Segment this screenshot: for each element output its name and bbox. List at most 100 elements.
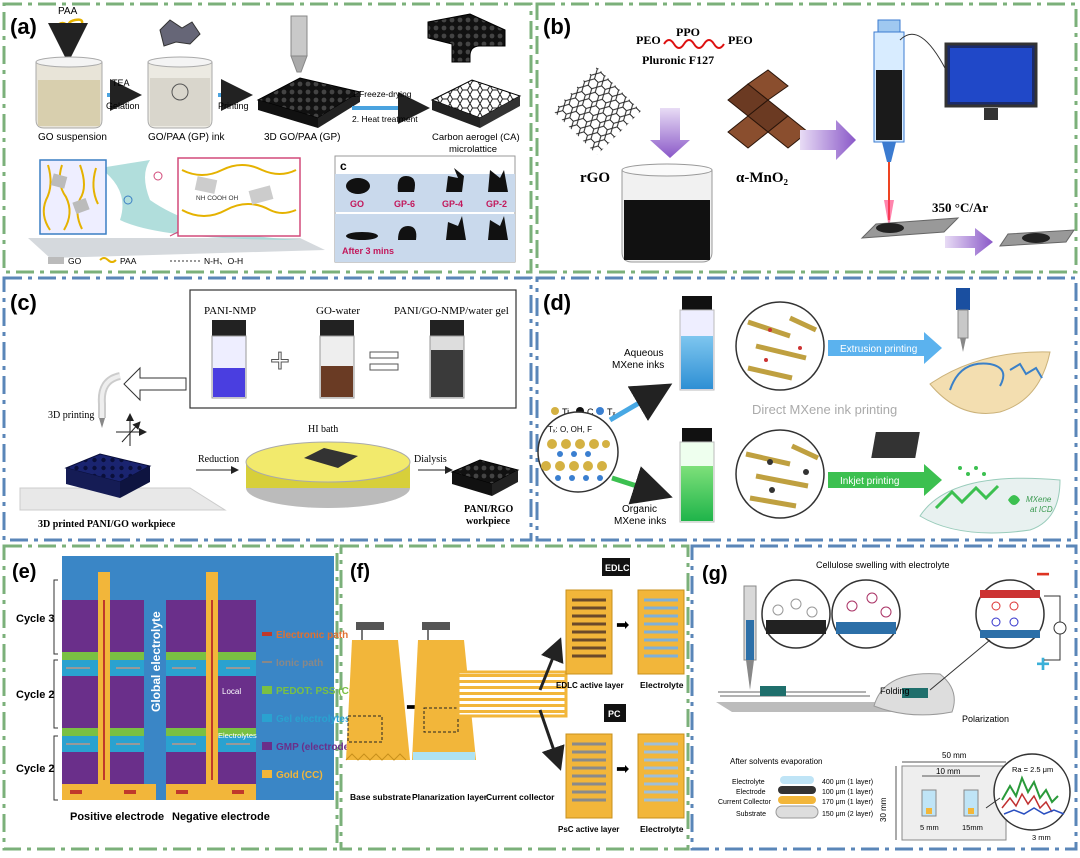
- inset-bonds-box: [177, 157, 301, 237]
- electrolyte-label-1: Electrolyte: [640, 680, 684, 690]
- anneal-arrow-icon: [945, 228, 993, 256]
- organic-flakes-circle: [735, 429, 825, 519]
- layer-thk-1: 100 μm (1 layer): [822, 789, 873, 796]
- svg-text:NH COOH OH: NH COOH OH: [196, 195, 239, 202]
- syringe-icon: [873, 19, 905, 228]
- tx-atom-icon: [596, 407, 604, 415]
- gp-ink-label: GO/PAA (GP) ink: [148, 132, 225, 143]
- layer-name-1: Electrode: [736, 789, 766, 796]
- legend-c: C: [587, 407, 594, 417]
- ppo-label: PPO: [676, 25, 700, 39]
- panel-e-label: (e): [12, 561, 36, 583]
- vial-label-2: PANI/GO-NMP/water gel: [394, 305, 509, 317]
- frame-a: [2, 2, 533, 274]
- ti-atom-icon: [551, 407, 559, 415]
- cycle-brackets: [53, 579, 58, 801]
- organic-label-2: MXene inks: [614, 516, 666, 527]
- local-label: Local: [222, 687, 241, 696]
- gelation-label: Gelation: [106, 101, 140, 111]
- panel-g: (g) Cellulose swelling with electrolyte …: [702, 560, 1071, 842]
- current-collector-icon: [456, 670, 568, 718]
- psc-active-icon: [565, 733, 613, 819]
- printing-label: Printing: [218, 101, 249, 111]
- folding-label: Folding: [880, 686, 910, 696]
- hi-bath-label: HI bath: [308, 424, 338, 435]
- edlc-badge: [602, 558, 630, 576]
- nozzle-icon: [290, 15, 308, 73]
- printed-disk: [876, 223, 904, 233]
- frame-e: [2, 544, 339, 851]
- planar-label: Planarization layer: [412, 792, 488, 802]
- f127-chain-icon: [663, 39, 725, 49]
- legend-t: Tₓ: [607, 407, 615, 417]
- reduction-label: Reduction: [198, 454, 239, 465]
- psc-active-label: PsC active layer: [558, 825, 619, 834]
- go-sheets-icon: [159, 19, 201, 47]
- clover-icon: [1008, 495, 1020, 505]
- combine-arrow-icon: [123, 366, 187, 402]
- frame-d: [535, 276, 1078, 542]
- equals-icon: [369, 351, 399, 371]
- frame-b: [535, 2, 1078, 274]
- temp-label: 350 °C/Ar: [932, 200, 988, 215]
- electrolytes-label: Electrolytes: [218, 731, 257, 740]
- layer-stack-icon: [775, 776, 819, 819]
- legend-item-5: Gold (CC): [276, 770, 323, 781]
- drop-label-0: GO: [350, 199, 364, 209]
- panel-a-label: (a): [10, 14, 37, 39]
- dimension-drawing: [895, 761, 1007, 841]
- rgo-icon: [553, 67, 641, 155]
- f-arrow-3-icon: ➡: [616, 617, 629, 634]
- vial-label-0: PANI-NMP: [204, 305, 256, 317]
- tx-legend: Tₓ: O, OH, F: [548, 425, 592, 434]
- vial-go-water: [319, 320, 355, 399]
- g-syringe-icon: [743, 585, 757, 690]
- drop-label-1: GP-6: [394, 199, 415, 209]
- dim-50-label: 50 mm: [942, 751, 967, 760]
- ink-beaker: [621, 163, 713, 263]
- extrusion-nozzle-icon: [956, 288, 970, 352]
- print-substrate: [860, 217, 960, 239]
- printed-strips-substrate: [716, 686, 896, 712]
- panel-f-label: (f): [350, 561, 370, 583]
- axes-icon: [116, 413, 147, 446]
- swelling-zoom-2: [831, 579, 901, 649]
- organic-vial: [679, 428, 715, 523]
- gp-ink-beaker: [147, 19, 213, 129]
- positive-electrode-label: Positive electrode: [70, 811, 164, 823]
- edlc-electrolyte-icon: [637, 589, 685, 675]
- drop-label-3: GP-2: [486, 199, 507, 209]
- legend-item-1: Ionic path: [276, 658, 323, 669]
- legend-ti: Ti: [562, 407, 569, 417]
- vial-label-1: GO-water: [316, 305, 360, 317]
- roughness-zoom: [993, 753, 1071, 831]
- pc-badge: [604, 704, 626, 722]
- plus-sign: +: [1036, 651, 1050, 678]
- aqueous-arrow-icon: [608, 383, 673, 423]
- rgo-label-2: workpiece: [466, 516, 510, 527]
- ra-label: Ra = 2.5 μm: [1012, 765, 1053, 774]
- legend-item-4: GMP (electrode): [276, 742, 353, 753]
- cycle-label-0: Cycle 3: [16, 613, 55, 625]
- inkjet-arrow-icon: [828, 464, 942, 496]
- pc-label: PC: [608, 709, 621, 719]
- layer-name-0: Electrolyte: [732, 779, 765, 786]
- rgo-label-1: PANI/RGO: [464, 504, 513, 515]
- rgo-label: rGO: [580, 170, 610, 186]
- dim-3-label: 3 mm: [1032, 833, 1051, 842]
- panel-a: (a) PAA GO suspension TEA Gelation GO/PA…: [10, 6, 522, 266]
- base-substrate-icon: [345, 622, 410, 761]
- vial-pani-nmp: [211, 320, 247, 399]
- extrusion-arrow-icon: [828, 332, 942, 364]
- panel-g-label: (g): [702, 563, 728, 585]
- pluronic-label: Pluronic F127: [642, 53, 714, 67]
- after-evap-label: After solvents evaporation: [730, 757, 823, 766]
- aqueous-label-2: MXene inks: [612, 360, 664, 371]
- print-nozzle-icon: [97, 372, 122, 428]
- panel-d-label: (d): [543, 290, 571, 315]
- panel-f: (f) Base substrate ➡ Planarization layer…: [345, 558, 685, 834]
- mxene-text-1: MXene: [1026, 495, 1052, 504]
- direct-printing-label: Direct MXene ink printing: [752, 402, 897, 417]
- paa-label: PAA: [58, 6, 78, 17]
- collector-label: Current collector: [486, 792, 555, 802]
